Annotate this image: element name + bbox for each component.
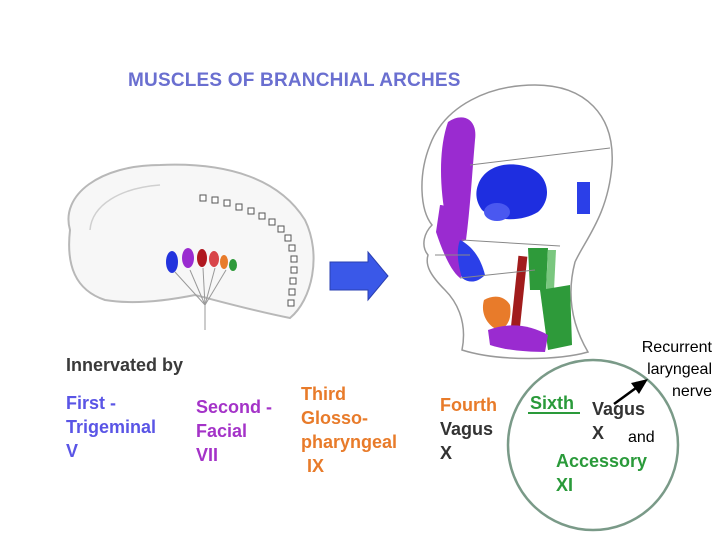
roman-v: V xyxy=(66,441,79,461)
roman-vii: VII xyxy=(196,445,219,465)
sixth-roman-x: X xyxy=(592,423,605,443)
sixth-vagus-label: Vagus xyxy=(592,399,646,419)
and-label: and xyxy=(628,429,655,446)
callout-line-1: Recurrent xyxy=(641,339,712,356)
third-arch-nerve: Third Glosso- pharyngeal IX xyxy=(301,382,397,478)
sixth-label: Sixth xyxy=(530,393,575,413)
roman-ix: IX xyxy=(307,456,325,476)
vagus-label: Vagus xyxy=(440,419,494,439)
roman-x: X xyxy=(440,443,453,463)
callout-line-3: nerve xyxy=(671,383,712,400)
innervated-by-heading: Innervated by xyxy=(66,355,184,375)
glosso-label: Glosso- xyxy=(301,408,369,428)
facial-label: Facial xyxy=(196,421,248,441)
callout-line-2: laryngeal xyxy=(647,361,712,378)
accessory-label: Accessory xyxy=(556,451,648,471)
fourth-label: Fourth xyxy=(440,395,497,415)
recurrent-laryngeal-callout: Recurrent laryngeal nerve xyxy=(642,337,712,403)
page-title: MUSCLES OF BRANCHIAL ARCHES xyxy=(128,70,461,91)
second-arch-nerve: Second - Facial VII xyxy=(196,395,272,467)
callout-circle xyxy=(506,358,680,532)
trigeminal-label: Trigeminal xyxy=(66,417,157,437)
first-arch-nerve: First - Trigeminal V xyxy=(66,391,156,463)
second-label: Second - xyxy=(196,397,273,417)
roman-xi: XI xyxy=(556,475,574,495)
head-illustration xyxy=(421,84,613,360)
embryo-illustration xyxy=(67,163,315,330)
fourth-arch-nerve: Fourth Vagus X xyxy=(440,393,497,465)
first-label: First - xyxy=(66,393,117,413)
pointer-arrow xyxy=(613,379,648,406)
pharyngeal-label: pharyngeal xyxy=(301,432,398,452)
direction-arrow xyxy=(329,250,389,302)
third-label: Third xyxy=(301,384,346,404)
